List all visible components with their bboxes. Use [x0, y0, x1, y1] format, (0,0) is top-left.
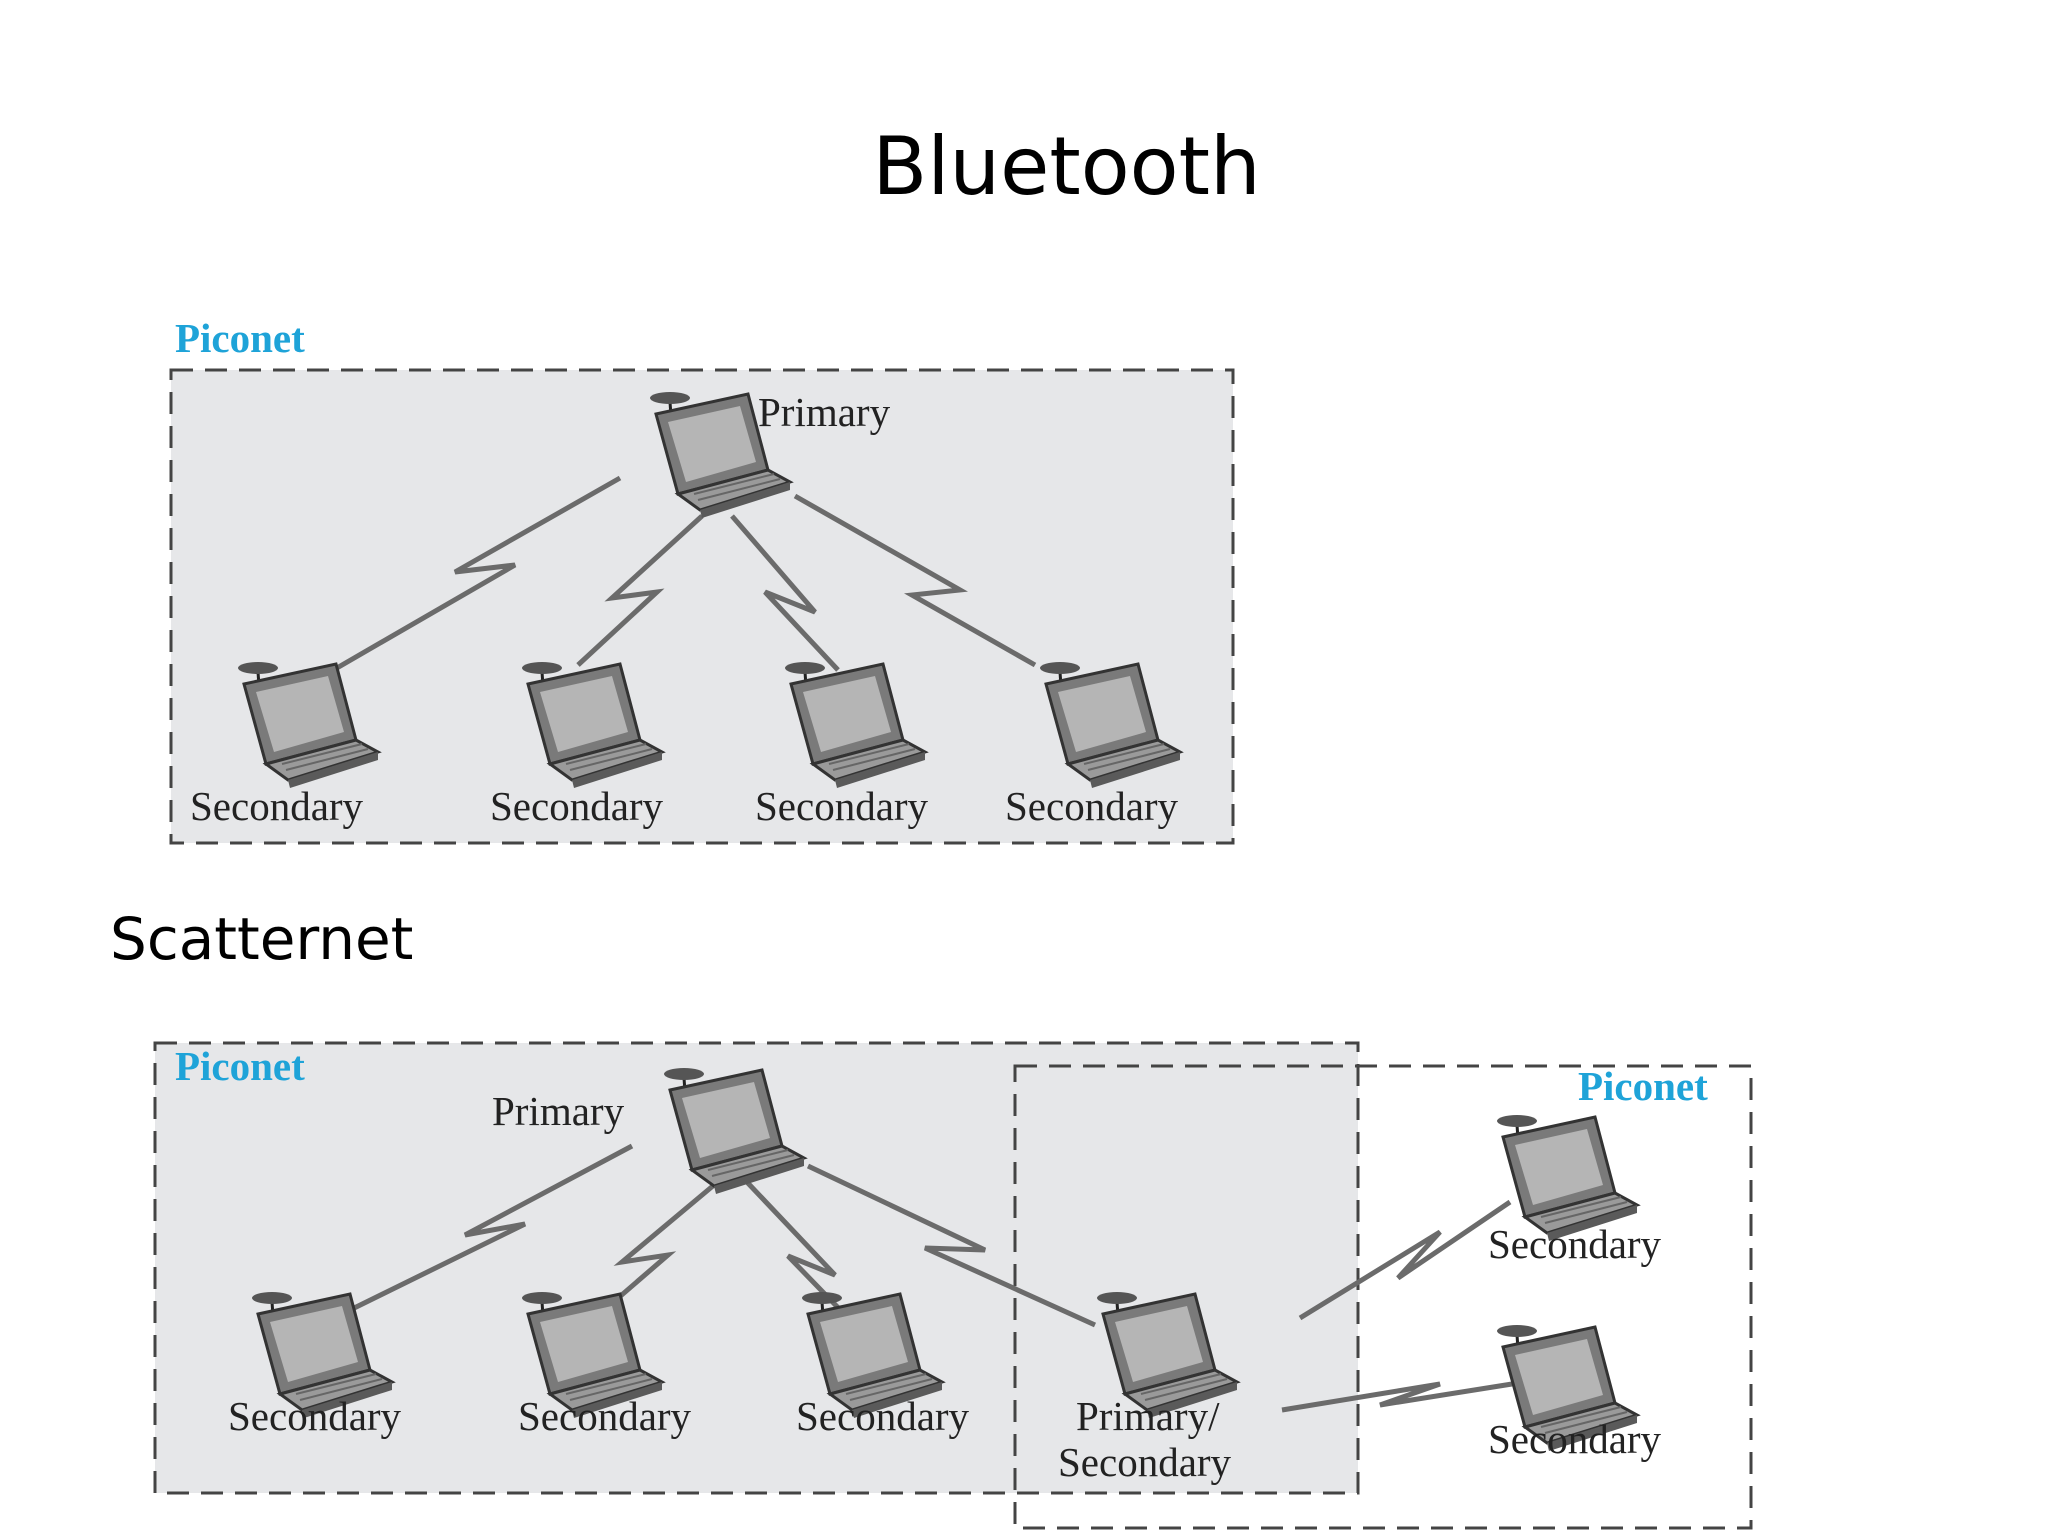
wireless-link — [730, 514, 840, 672]
secondary-label: Secondary — [518, 1393, 692, 1439]
wireless-link — [328, 475, 622, 675]
wireless-links — [340, 1143, 1513, 1413]
wireless-link — [743, 1178, 852, 1322]
primary-label: Primary — [758, 389, 891, 435]
secondary-label: Secondary — [796, 1393, 970, 1439]
primary-label: Primary — [492, 1088, 625, 1134]
secondary-label: Secondary — [490, 783, 664, 829]
wireless-links — [328, 475, 1037, 675]
wireless-link — [340, 1143, 634, 1317]
secondary-label: Secondary — [228, 1393, 402, 1439]
secondary-label: Secondary — [190, 783, 364, 829]
right-piconet-label: Piconet — [1578, 1063, 1708, 1109]
bridge-label-line2: Secondary — [1058, 1439, 1232, 1485]
piconet-diagram: Piconet Primary Secondary Secondary Seco… — [169, 315, 1235, 845]
slide-title: Bluetooth — [872, 120, 1261, 213]
secondary-label: Secondary — [1488, 1416, 1662, 1462]
secondary-label: Secondary — [755, 783, 929, 829]
scatternet-diagram: Piconet Piconet Primary Secondary Second… — [153, 1041, 1753, 1530]
wireless-link — [593, 1178, 722, 1320]
wireless-link — [1281, 1381, 1513, 1413]
scatternet-heading: Scatternet — [110, 905, 414, 973]
secondary-label: Secondary — [1488, 1221, 1662, 1267]
bridge-label-line1: Primary/ — [1076, 1393, 1220, 1439]
wireless-link — [806, 1163, 1097, 1328]
wireless-link — [793, 493, 1037, 668]
piconet-label: Piconet — [175, 315, 305, 361]
wireless-link — [1298, 1199, 1512, 1321]
left-piconet-label: Piconet — [175, 1043, 305, 1089]
right-piconet-boundary — [1013, 1064, 1753, 1530]
secondary-label: Secondary — [1005, 783, 1179, 829]
wireless-link — [576, 514, 704, 667]
